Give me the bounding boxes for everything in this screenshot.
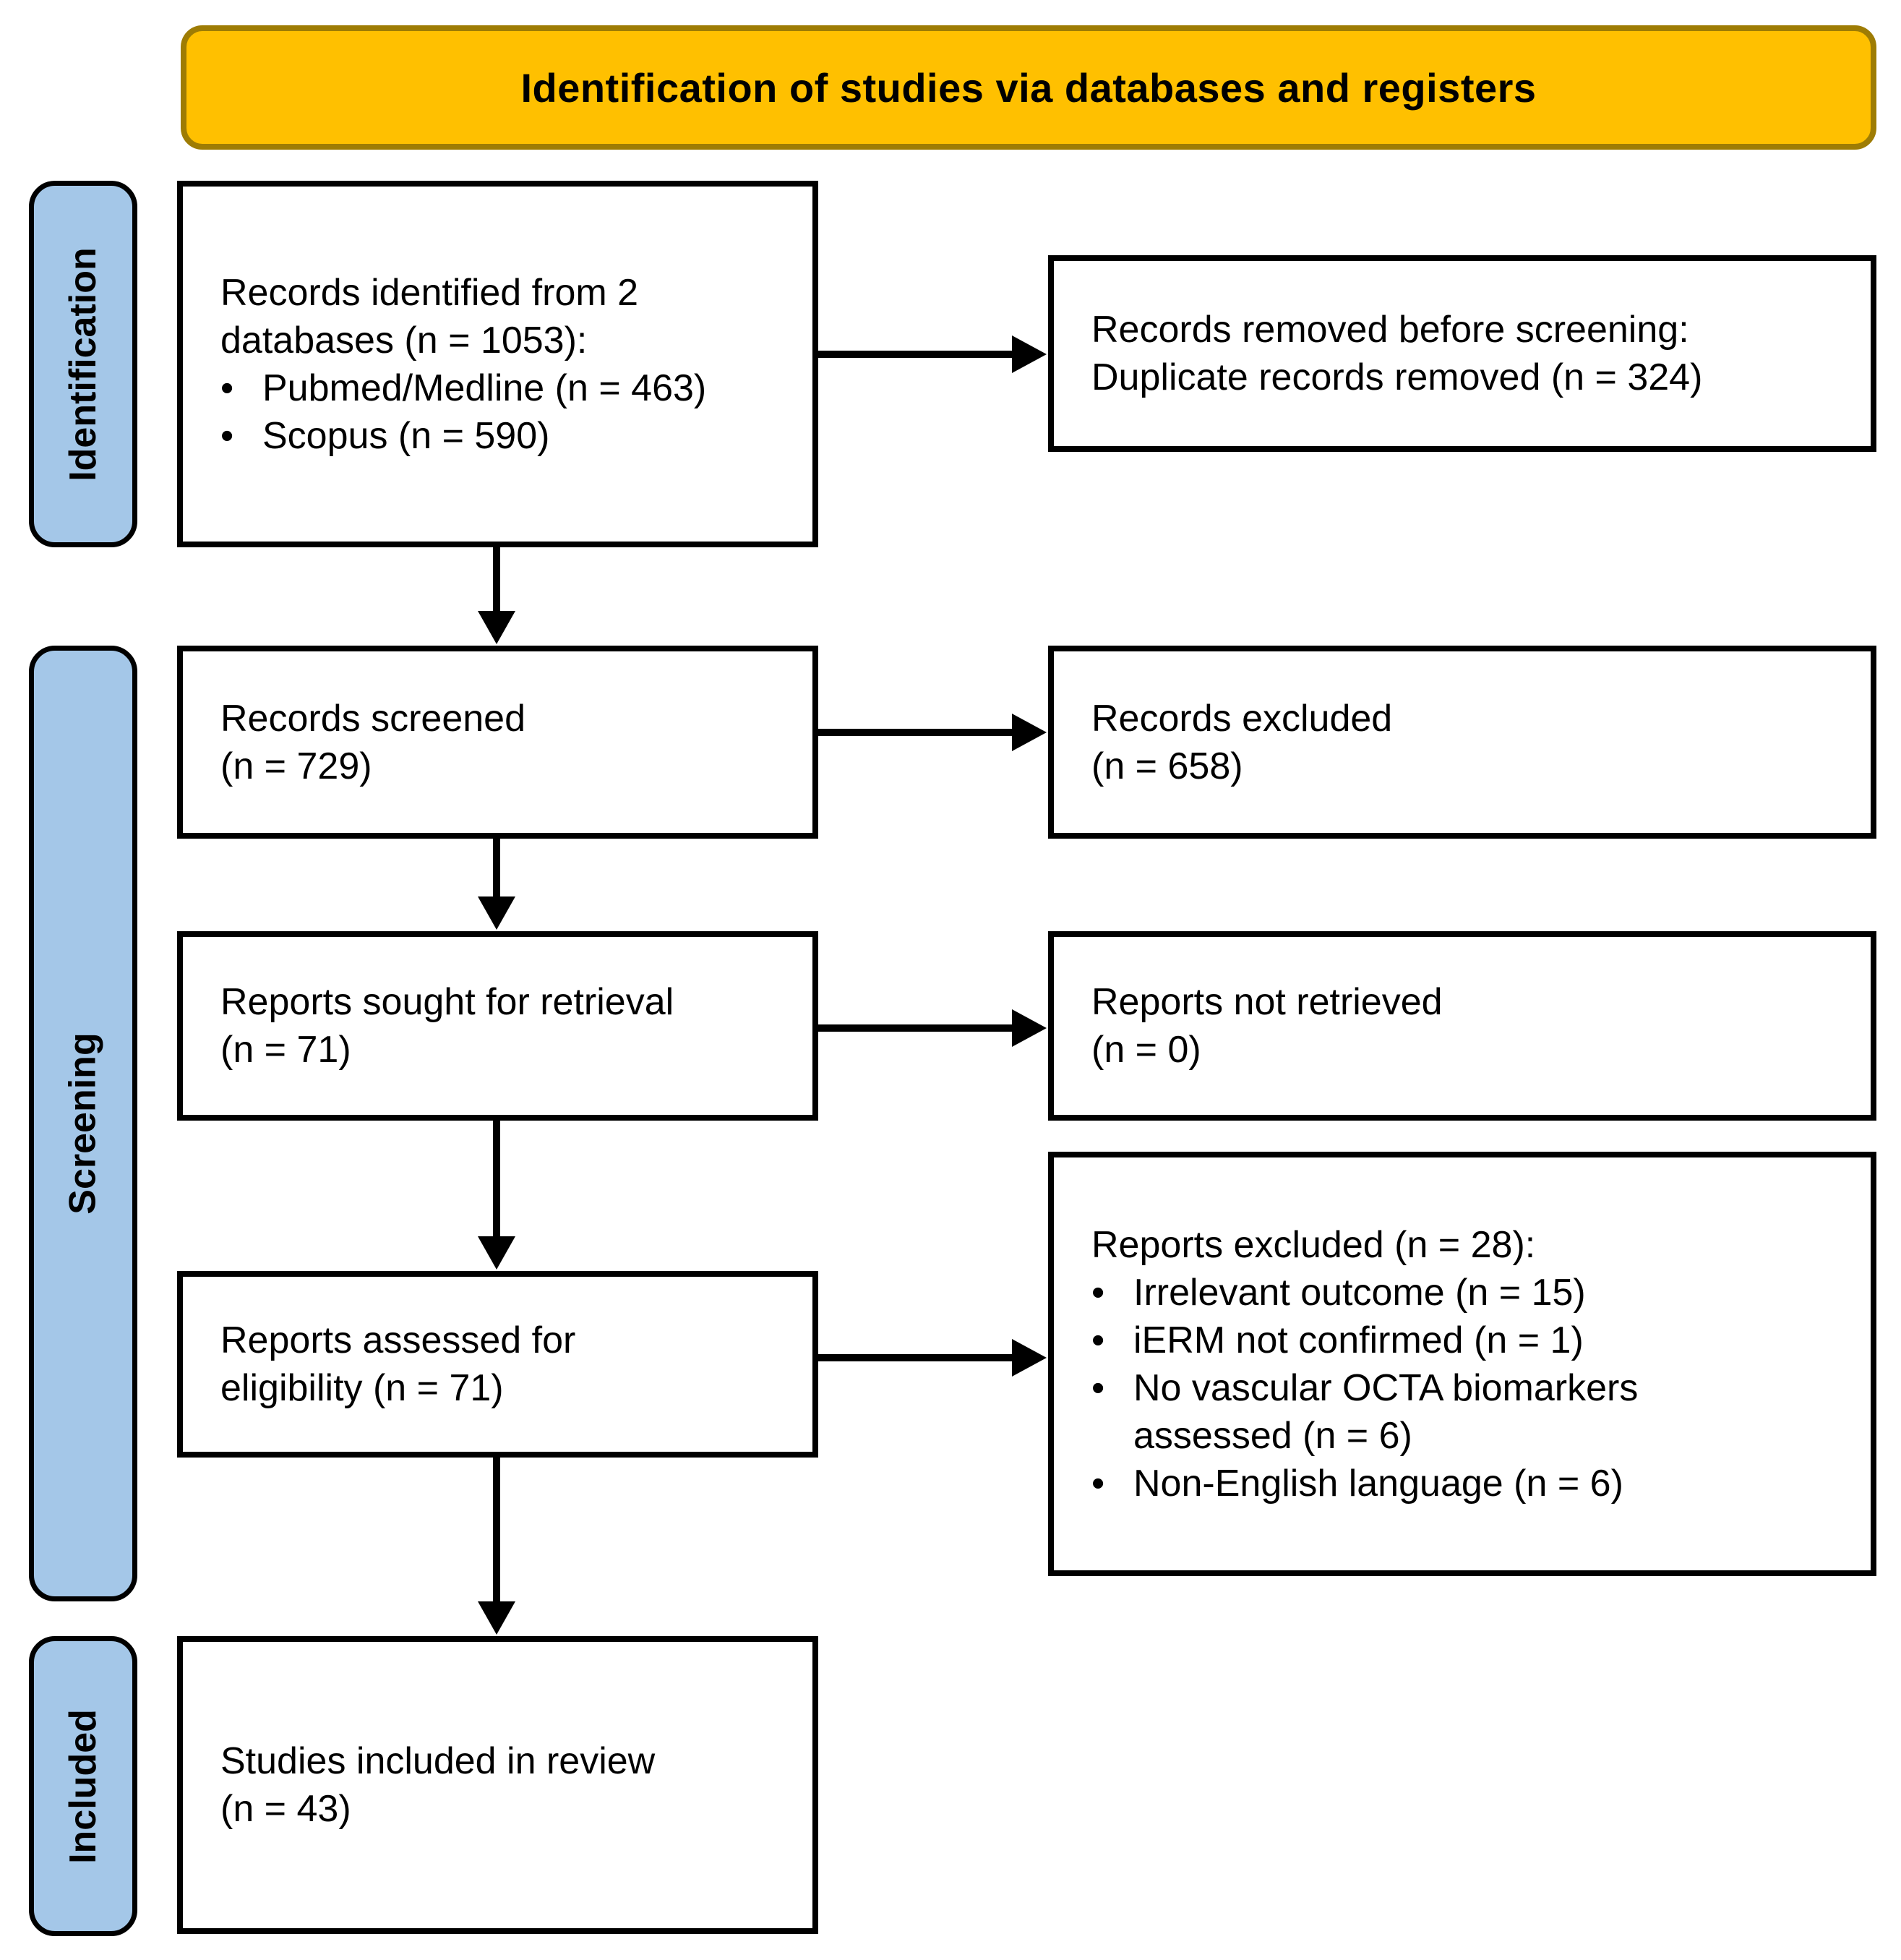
bullet-icon: • <box>220 367 234 409</box>
box-studies-included: Studies included in review (n = 43) <box>177 1636 818 1934</box>
arrow-assessed-to-included <box>478 1458 515 1635</box>
banner-title: Identification of studies via databases … <box>520 64 1537 111</box>
stage-label-included: Included <box>29 1636 137 1936</box>
stage-label-included-text: Included <box>62 1708 105 1864</box>
records-screened-line1: Records screened <box>220 697 525 740</box>
reports-excluded-bullet-irrelevant-text: Irrelevant outcome (n = 15) <box>1133 1271 1586 1314</box>
box-reports-assessed: Reports assessed for eligibility (n = 71… <box>177 1271 818 1458</box>
box-reports-sought: Reports sought for retrieval (n = 71) <box>177 931 818 1121</box>
records-identified-line2: databases (n = 1053): <box>220 319 588 361</box>
stage-label-screening-text: Screening <box>62 1032 105 1215</box>
records-identified-bullet-scopus: • Scopus (n = 590) <box>220 412 784 460</box>
records-identified-bullet-scopus-text: Scopus (n = 590) <box>262 414 550 457</box>
studies-included-line2: (n = 43) <box>220 1788 351 1830</box>
banner: Identification of studies via databases … <box>181 25 1876 150</box>
arrow-identified-to-screened <box>478 547 515 644</box>
records-identified-bullet-pubmed: • Pubmed/Medline (n = 463) <box>220 364 784 412</box>
arrow-sought-to-not-retrieved <box>818 1009 1047 1047</box>
box-records-screened: Records screened (n = 729) <box>177 646 818 839</box>
records-excluded-line1: Records excluded <box>1091 697 1393 740</box>
arrow-screened-to-excluded <box>818 714 1047 751</box>
stage-label-screening: Screening <box>29 646 137 1601</box>
arrow-screened-to-sought <box>478 839 515 930</box>
reports-assessed-line1: Reports assessed for <box>220 1319 576 1361</box>
records-screened-line2: (n = 729) <box>220 745 372 787</box>
reports-excluded-title: Reports excluded (n = 28): <box>1091 1223 1536 1266</box>
bullet-icon: • <box>1091 1271 1105 1314</box>
bullet-icon: • <box>1091 1319 1105 1361</box>
box-records-identified: Records identified from 2 databases (n =… <box>177 181 818 547</box>
reports-not-retrieved-line2: (n = 0) <box>1091 1029 1201 1071</box>
box-reports-excluded: Reports excluded (n = 28): • Irrelevant … <box>1048 1152 1876 1576</box>
stage-label-identification: Identification <box>29 181 137 547</box>
reports-excluded-bullet-language-text: Non-English language (n = 6) <box>1133 1462 1623 1505</box>
records-removed-line1: Records removed before screening: <box>1091 309 1689 351</box>
records-removed-line2: Duplicate records removed (n = 324) <box>1091 356 1703 398</box>
reports-excluded-bullet-irrelevant: • Irrelevant outcome (n = 15) <box>1091 1269 1842 1317</box>
reports-excluded-bullet-octa-line2: assessed (n = 6) <box>1133 1414 1412 1457</box>
reports-excluded-bullet-octa-text: No vascular OCTA biomarkers assessed (n … <box>1133 1364 1842 1460</box>
bullet-icon: • <box>1091 1366 1105 1409</box>
reports-not-retrieved-line1: Reports not retrieved <box>1091 981 1443 1023</box>
reports-excluded-bullet-ierm: • iERM not confirmed (n = 1) <box>1091 1317 1842 1364</box>
reports-excluded-bullet-octa: • No vascular OCTA biomarkers assessed (… <box>1091 1364 1842 1460</box>
reports-excluded-bullet-language: • Non-English language (n = 6) <box>1091 1460 1842 1507</box>
arrow-assessed-to-reports-excluded <box>818 1339 1047 1377</box>
bullet-icon: • <box>1091 1462 1105 1505</box>
records-identified-line1: Records identified from 2 <box>220 271 639 314</box>
arrow-sought-to-assessed <box>478 1121 515 1270</box>
reports-excluded-bullet-octa-line1: No vascular OCTA biomarkers <box>1133 1366 1639 1409</box>
reports-assessed-line2: eligibility (n = 71) <box>220 1367 504 1409</box>
stage-label-identification-text: Identification <box>62 247 104 482</box>
reports-sought-line2: (n = 71) <box>220 1029 351 1071</box>
records-excluded-line2: (n = 658) <box>1091 745 1243 787</box>
box-reports-not-retrieved: Reports not retrieved (n = 0) <box>1048 931 1876 1121</box>
studies-included-line1: Studies included in review <box>220 1740 656 1782</box>
arrow-identified-to-removed <box>818 335 1047 373</box>
records-identified-bullet-pubmed-text: Pubmed/Medline (n = 463) <box>262 367 707 409</box>
box-records-removed: Records removed before screening: Duplic… <box>1048 255 1876 452</box>
box-records-excluded: Records excluded (n = 658) <box>1048 646 1876 839</box>
reports-excluded-bullet-ierm-text: iERM not confirmed (n = 1) <box>1133 1319 1584 1361</box>
reports-sought-line1: Reports sought for retrieval <box>220 981 674 1023</box>
bullet-icon: • <box>220 414 234 457</box>
